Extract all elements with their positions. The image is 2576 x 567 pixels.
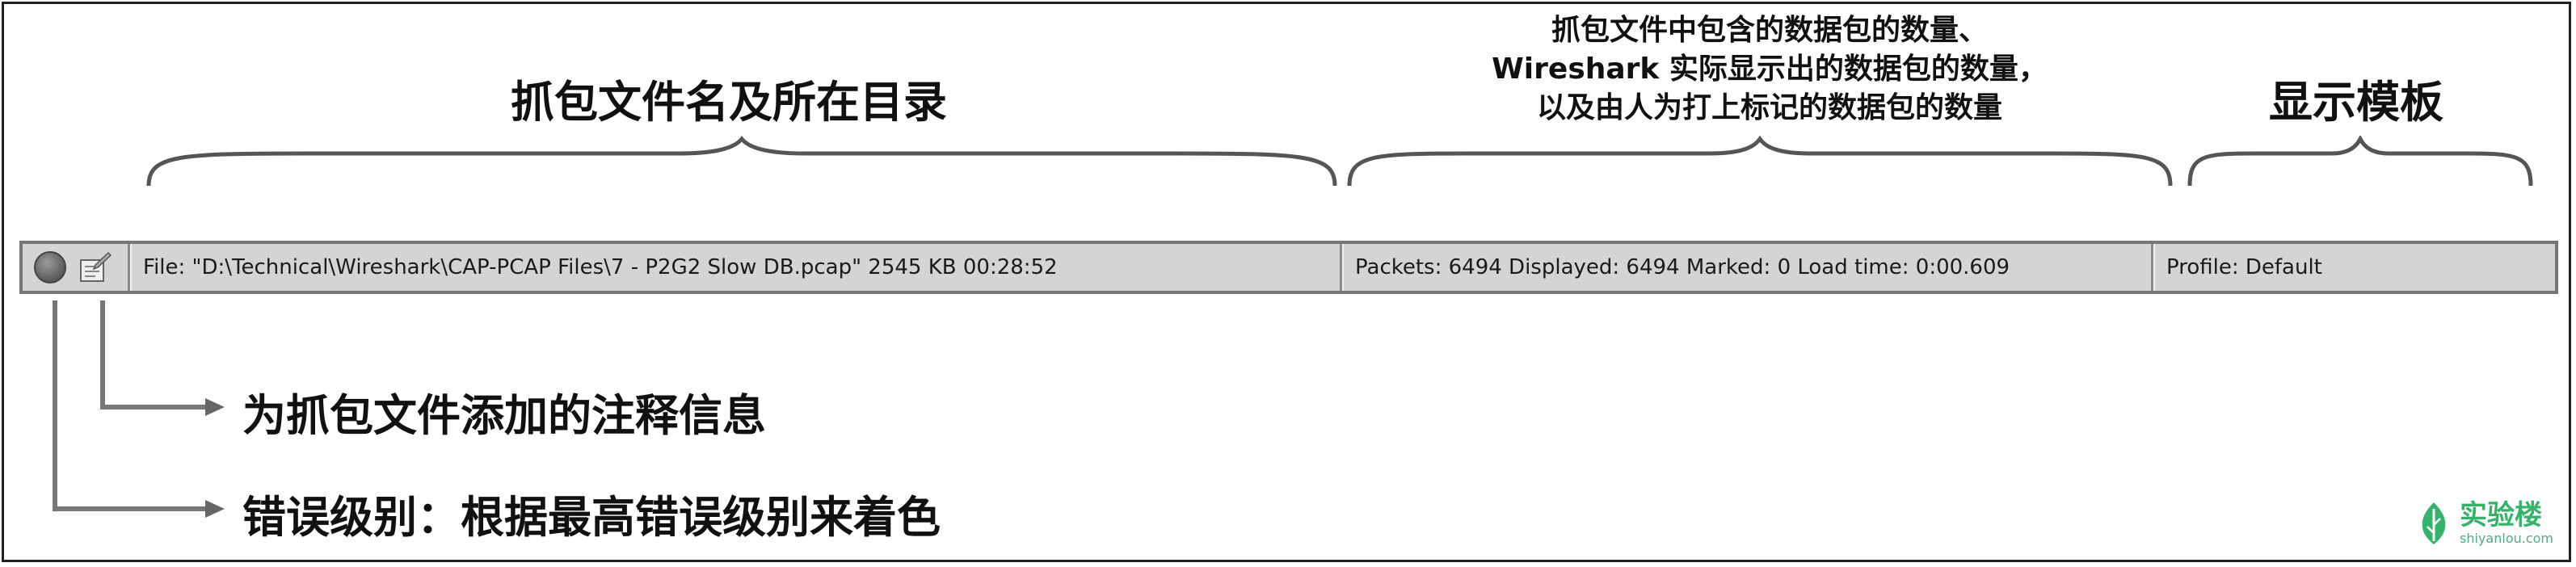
status-packet-counts: Packets: 6494 Displayed: 6494 Marked: 0 … <box>1340 244 2151 291</box>
capture-comment-icon[interactable] <box>78 250 112 284</box>
status-file-info: File: "D:\Technical\Wireshark\CAP-PCAP F… <box>128 244 1340 291</box>
callout-packet-counts: 抓包文件中包含的数据包的数量、 Wireshark 实际显示出的数据包的数量， … <box>1422 11 2117 128</box>
brace-packets <box>1347 136 2173 187</box>
status-profile[interactable]: Profile: Default <box>2151 244 2555 291</box>
callout-packet-counts-line: 以及由人为打上标记的数据包的数量 <box>1536 91 2002 124</box>
callout-file-name-dir: 抓包文件名及所在目录 <box>511 77 947 128</box>
annotation-expert-level: 错误级别：根据最高错误级别来着色 <box>242 492 941 543</box>
status-bar-icons <box>23 244 128 291</box>
brace-profile <box>2187 136 2533 187</box>
watermark-domain: shiyanlou.com <box>2460 531 2553 546</box>
watermark-logo: 实验楼 shiyanlou.com <box>2416 501 2553 546</box>
callout-packet-counts-line: Wireshark 实际显示出的数据包的数量， <box>1492 52 2048 86</box>
callout-packet-counts-line: 抓包文件中包含的数据包的数量、 <box>1551 14 1988 47</box>
leaf-logo-icon <box>2422 502 2446 544</box>
expert-info-icon[interactable] <box>34 251 66 284</box>
callout-profile: 显示模板 <box>2269 77 2443 128</box>
watermark-name: 实验楼 <box>2460 499 2543 531</box>
brace-file <box>146 136 1337 187</box>
wireshark-status-bar: File: "D:\Technical\Wireshark\CAP-PCAP F… <box>19 241 2558 294</box>
annotation-capture-comment: 为抓包文件添加的注释信息 <box>242 390 766 441</box>
